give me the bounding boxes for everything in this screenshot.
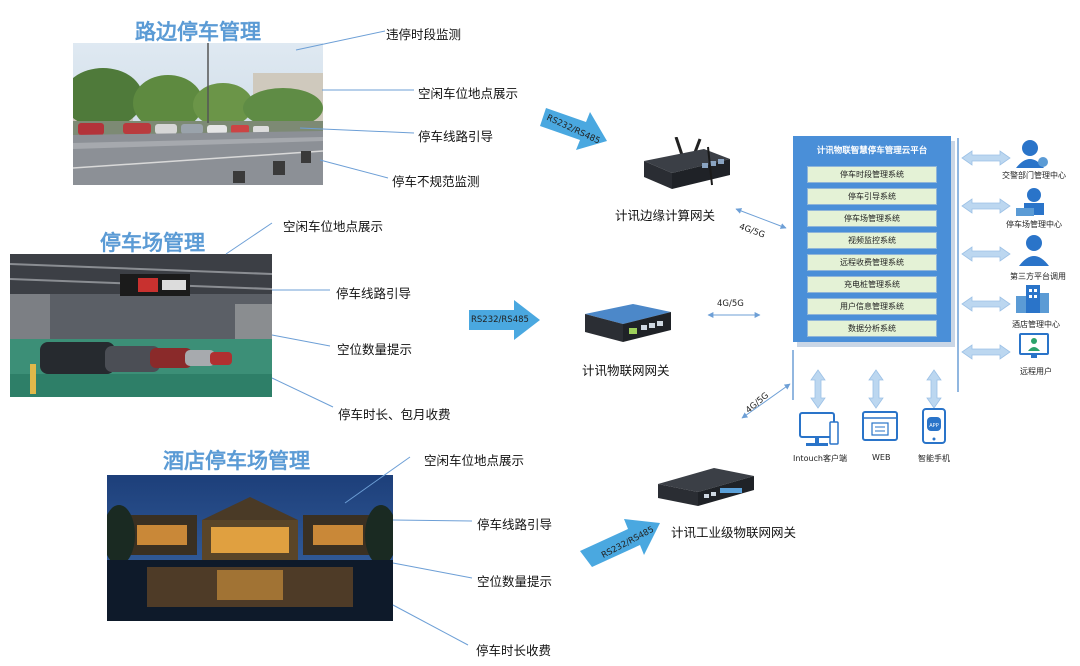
client-label-web: WEB <box>872 453 891 462</box>
user-label-third-party: 第三方平台调用 <box>1010 272 1066 281</box>
hotel-building-icon <box>1016 285 1049 313</box>
roadside-title: 路边停车管理 <box>135 20 261 44</box>
police-user-icon <box>1016 140 1048 168</box>
hotel-label-4: 停车时长收费 <box>476 643 552 658</box>
hotel-parking-title: 酒店停车场管理 <box>163 449 310 473</box>
parking-lot-title: 停车场管理 <box>100 231 205 255</box>
industrial-gateway-device <box>656 466 756 508</box>
user-arrow-5 <box>961 344 1011 360</box>
roadside-parking-photo <box>73 43 323 185</box>
iot-gateway-device <box>583 302 673 344</box>
third-party-user-icon <box>1019 235 1049 266</box>
system-box: 用户信息管理系统 <box>807 298 937 315</box>
system-box: 停车场管理系统 <box>807 210 937 227</box>
client-label-desktop: Intouch客户端 <box>793 454 847 463</box>
edge-gateway-device <box>642 137 732 193</box>
system-box: 充电桩管理系统 <box>807 276 937 293</box>
remote-user-icon <box>1019 333 1049 358</box>
parking-lot-label-4: 停车时长、包月收费 <box>338 407 451 422</box>
parking-garage-photo <box>10 254 272 397</box>
hotel-parking-photo <box>107 475 393 621</box>
svg-text:APP: APP <box>929 423 938 429</box>
user-arrow-3 <box>961 246 1011 262</box>
serial-label-middle: RS232/RS485 <box>471 315 529 325</box>
client-arrow-1 <box>810 369 826 409</box>
edge-gateway-label: 计讯边缘计算网关 <box>615 208 716 223</box>
user-arrow-4 <box>961 296 1011 312</box>
web-icon <box>862 411 898 441</box>
client-label-phone: 智能手机 <box>918 454 950 463</box>
serial-arrow-bottom <box>580 519 660 567</box>
hotel-label-2: 停车线路引导 <box>477 517 553 532</box>
system-box: 数据分析系统 <box>807 320 937 337</box>
parking-manager-icon <box>1016 188 1044 216</box>
user-arrow-1 <box>961 150 1011 166</box>
roadside-label-3: 停车线路引导 <box>418 129 494 144</box>
system-box: 视频监控系统 <box>807 232 937 249</box>
system-box: 停车引导系统 <box>807 188 937 205</box>
user-label-parking: 停车场管理中心 <box>1006 220 1062 229</box>
roadside-label-2: 空闲车位地点展示 <box>418 86 519 101</box>
user-arrow-2 <box>961 198 1011 214</box>
user-label-police: 交警部门管理中心 <box>1002 171 1066 180</box>
serial-arrow-middle <box>469 300 540 340</box>
system-box: 远程收费管理系统 <box>807 254 937 271</box>
system-box: 停车时段管理系统 <box>807 166 937 183</box>
parking-lot-label-1: 空闲车位地点展示 <box>283 219 384 234</box>
platform-title: 计讯物联智慧停车管理云平台 <box>816 146 928 156</box>
hotel-label-3: 空位数量提示 <box>477 574 553 589</box>
desktop-icon <box>799 412 839 446</box>
smartphone-icon: APP <box>922 408 946 444</box>
roadside-label-4: 停车不规范监测 <box>392 174 480 189</box>
serial-arrow-top <box>540 108 607 150</box>
parking-lot-label-2: 停车线路引导 <box>336 286 412 301</box>
client-arrow-2 <box>868 369 884 409</box>
link-label-middle: 4G/5G <box>717 299 744 309</box>
client-arrow-3 <box>926 369 942 409</box>
hotel-label-1: 空闲车位地点展示 <box>424 453 525 468</box>
user-label-hotel: 酒店管理中心 <box>1012 320 1060 329</box>
industrial-gateway-label: 计讯工业级物联网网关 <box>671 525 797 540</box>
parking-lot-label-3: 空位数量提示 <box>337 342 413 357</box>
iot-gateway-label: 计讯物联网网关 <box>582 363 670 378</box>
cloud-platform-panel: 计讯物联智慧停车管理云平台 停车时段管理系统 停车引导系统 停车场管理系统 视频… <box>793 136 951 342</box>
roadside-label-1: 违停时段监测 <box>386 27 462 42</box>
user-label-remote: 远程用户 <box>1020 367 1052 376</box>
